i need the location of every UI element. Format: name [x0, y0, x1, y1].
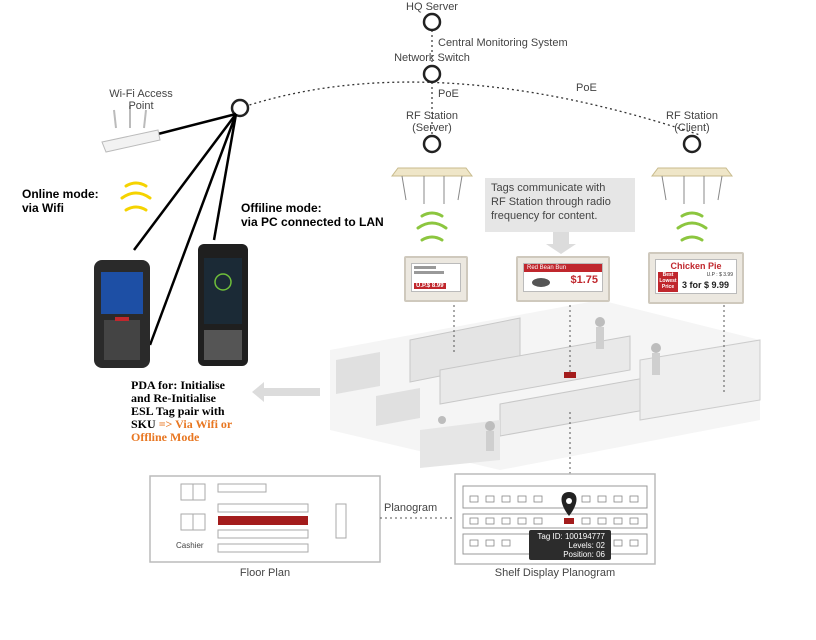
best-price-badge: Best Lowest Price — [658, 272, 678, 292]
wifi-ap-label: Wi-Fi Access Point — [109, 88, 173, 112]
cashier-label: Cashier — [176, 541, 204, 550]
poe-right-label: PoE — [576, 82, 597, 94]
wifi-signal-icon-rf-server — [416, 211, 448, 242]
rf-station-server-icon — [391, 167, 473, 204]
wifi-signal-icon-rf-client — [676, 211, 708, 242]
pda-offline-icon — [198, 244, 248, 366]
pda-description: PDA for: Initialise and Re-Initialise ES… — [131, 378, 233, 444]
offline-mode-label: Offiline mode: via PC connected to LAN — [241, 201, 384, 229]
left-arrow-icon — [252, 382, 320, 402]
wifi-ap-node — [230, 98, 250, 118]
floor-plan-label: Floor Plan — [239, 567, 291, 579]
wifi-router-icon — [101, 106, 161, 153]
esl-middle-price: $1.75 — [570, 274, 598, 286]
wifi-signal-icon-ap — [120, 181, 152, 212]
network-switch-label: Network Switch — [394, 52, 470, 64]
central-monitoring-label: Central Monitoring System — [438, 37, 568, 49]
store-illustration — [330, 300, 761, 470]
network-switch-node — [422, 64, 442, 84]
online-mode-label: Online mode: via Wifi — [22, 187, 99, 215]
tag-info-tooltip: Tag ID: 100194777 Levels: 02 Position: 0… — [529, 530, 611, 560]
esl-tag-middle: Red Bean Bun $1.75 — [516, 256, 610, 302]
poe-left-label: PoE — [438, 88, 459, 100]
rf-station-client-icon — [651, 167, 733, 204]
hq-server-label: HQ Server — [406, 1, 458, 13]
shelf-planogram-label: Shelf Display Planogram — [494, 567, 616, 579]
esl-tag-left: U.P.$ 8.99 — [404, 256, 468, 302]
hq-server-node — [422, 12, 442, 32]
esl-right-up: U.P : $ 3.99 — [706, 272, 733, 278]
esl-right-header: Chicken Pie — [670, 261, 722, 271]
floor-plan-box — [149, 475, 381, 563]
esl-middle-header: Red Bean Bun — [524, 264, 602, 272]
esl-tag-right: Chicken Pie U.P : $ 3.99 Best Lowest Pri… — [648, 252, 744, 304]
rf-client-node — [682, 134, 702, 154]
bun-icon — [532, 278, 550, 287]
network-arc — [239, 81, 701, 136]
callout-arrow-icon — [546, 232, 576, 254]
rf-callout-box: Tags communicate with RF Station through… — [485, 178, 635, 232]
esl-right-price: 3 for $ 9.99 — [682, 280, 730, 290]
planogram-link-label: Planogram — [384, 502, 438, 514]
rf-client-label: RF Station (Client) — [666, 110, 718, 134]
esl-left-price: U.P.$ 8.99 — [414, 283, 446, 289]
pda-online-icon — [94, 260, 150, 368]
rf-server-label: RF Station (Server) — [406, 110, 458, 134]
rf-server-node — [422, 134, 442, 154]
